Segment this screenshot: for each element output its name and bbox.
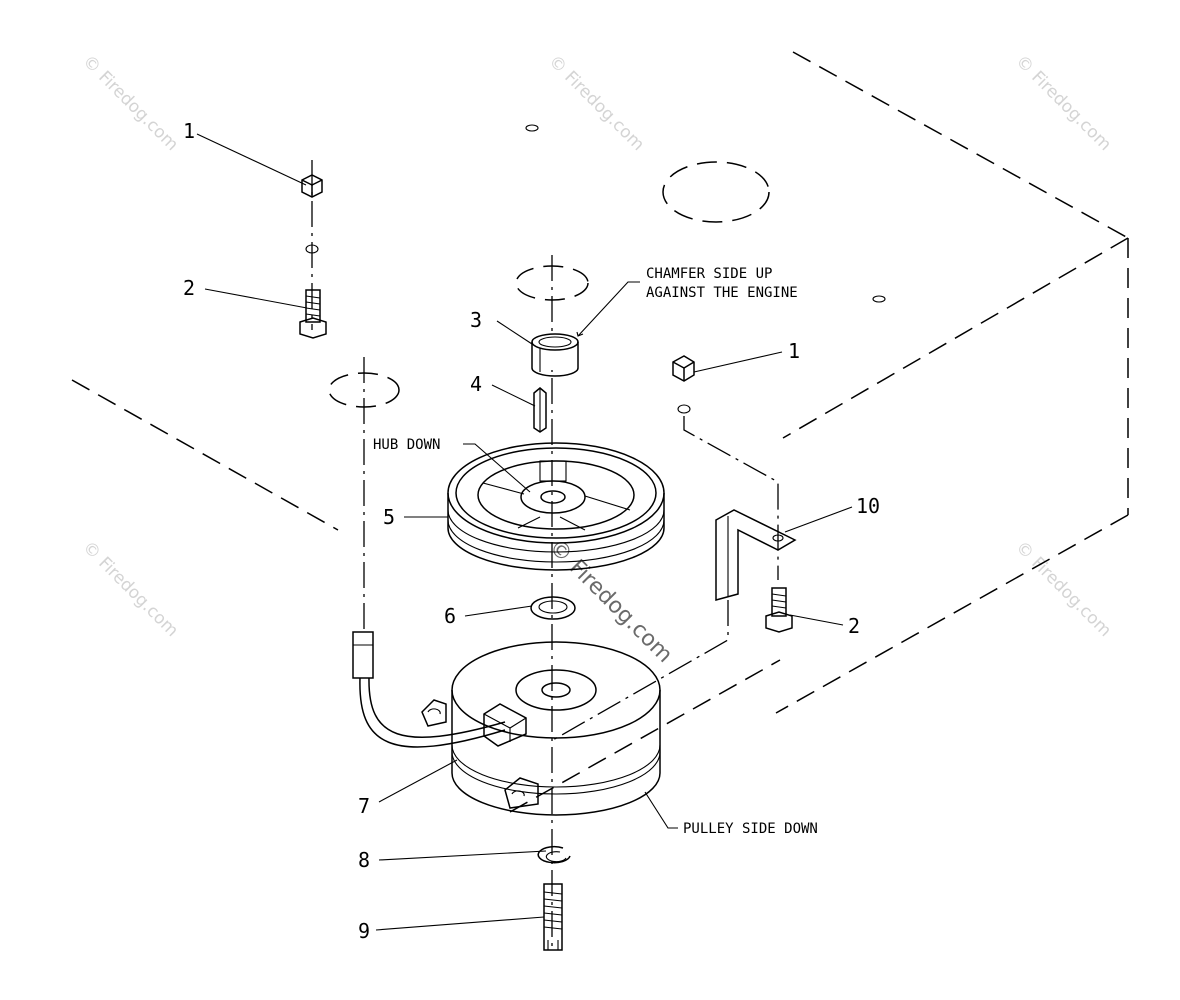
- callout-2-left: 2: [183, 276, 195, 300]
- callout-8: 8: [358, 848, 370, 872]
- watermark-top-right: © Firedog.com: [1011, 51, 1115, 155]
- callout-5: 5: [383, 505, 395, 529]
- watermark-mid-right: © Firedog.com: [1011, 537, 1115, 641]
- center-axis: [515, 255, 589, 950]
- bolt-right-icon: [765, 587, 793, 633]
- watermark-top-center: © Firedog.com: [544, 51, 648, 155]
- note-chamfer-line1: CHAMFER SIDE UP: [646, 266, 772, 282]
- lock-nut-left-icon: [301, 174, 323, 198]
- callout-3: 3: [470, 308, 482, 332]
- electric-clutch-icon: [421, 641, 661, 816]
- note-pulley-side-down: PULLEY SIDE DOWN: [683, 821, 818, 837]
- bracket-icon: [715, 509, 797, 601]
- engine-deck-outline: [71, 51, 1129, 813]
- washer-icon: [530, 596, 576, 620]
- callout-4: 4: [470, 372, 482, 396]
- center-bolt-icon: [543, 883, 563, 951]
- callout-10: 10: [856, 494, 880, 518]
- callout-9: 9: [358, 919, 370, 943]
- spacer-bushing-icon: [531, 333, 579, 377]
- pulley-icon: [447, 442, 665, 571]
- note-chamfer-line2: AGAINST THE ENGINE: [646, 285, 798, 301]
- callout-1-right: 1: [788, 339, 800, 363]
- left-fastener-group: [299, 160, 327, 339]
- callout-1-left: 1: [183, 119, 195, 143]
- right-fastener-group: [552, 355, 797, 741]
- note-hub-down: HUB DOWN: [373, 437, 440, 453]
- bolt-left-icon: [299, 289, 327, 339]
- leader-lines: [196, 133, 853, 931]
- callout-2-right: 2: [848, 614, 860, 638]
- watermark-top-left: © Firedog.com: [78, 51, 182, 155]
- wire-harness: [328, 357, 506, 748]
- woodruff-key-icon: [533, 387, 547, 433]
- assembly-notes: CHAMFER SIDE UP AGAINST THE ENGINE HUB D…: [373, 266, 818, 837]
- lock-nut-right-icon: [672, 355, 695, 382]
- callout-6: 6: [444, 604, 456, 628]
- watermark-center: © Firedog.com: [544, 535, 677, 668]
- callout-numbers: 1 2 3 4 5 6 7 8 9 1 10 2: [183, 119, 880, 943]
- retaining-ring-icon: [537, 845, 571, 864]
- callout-7: 7: [358, 794, 370, 818]
- watermark-mid-left: © Firedog.com: [78, 537, 182, 641]
